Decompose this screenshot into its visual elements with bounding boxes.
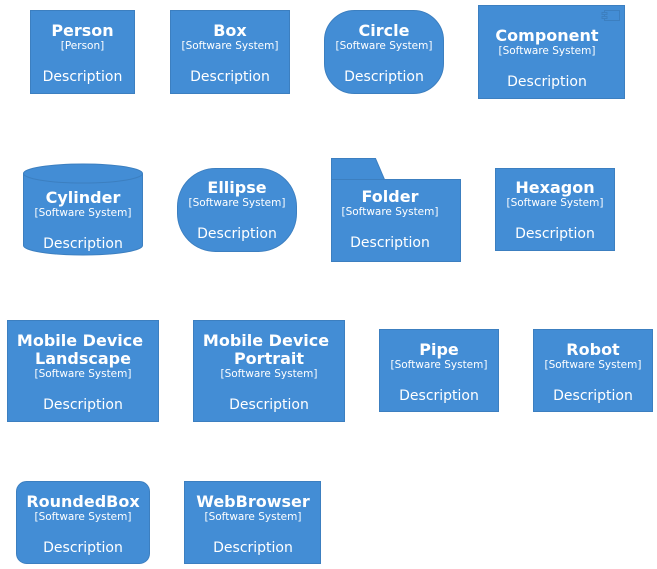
ellipse-shape	[177, 168, 297, 252]
element-type: [Software System]	[182, 40, 279, 52]
element-type: [Software System]	[221, 368, 318, 380]
element-type: [Software System]	[205, 511, 302, 523]
element-robot[interactable]: Robot [Software System] Description	[533, 329, 653, 412]
element-component[interactable]: Component [Software System] Description	[478, 5, 625, 99]
element-hexagon[interactable]: Hexagon [Software System] Description	[495, 168, 615, 251]
element-type: [Person]	[61, 40, 104, 52]
mobile-portrait-shape	[193, 320, 345, 422]
element-mobile-device-portrait[interactable]: Mobile Device Portrait [Software System]…	[193, 320, 345, 422]
element-folder[interactable]: Folder [Software System] Description	[331, 158, 461, 262]
element-type: [Software System]	[507, 197, 604, 209]
cylinder-shape	[23, 173, 143, 256]
element-description: Description	[43, 69, 123, 85]
element-type: [Software System]	[336, 40, 433, 52]
mobile-landscape-shape	[7, 320, 159, 422]
person-shape	[30, 10, 135, 94]
element-title: Person	[51, 21, 113, 40]
element-title: Ellipse	[207, 178, 266, 197]
element-type: [Software System]	[499, 45, 596, 57]
element-description: Description	[350, 235, 430, 251]
webbrowser-shape	[184, 481, 321, 564]
element-title-line-2: Landscape	[35, 349, 131, 368]
element-type: [Software System]	[35, 368, 132, 380]
element-person[interactable]: Person [Person] Description	[30, 10, 135, 94]
cylinder-top	[23, 163, 143, 184]
element-cylinder[interactable]: Cylinder [Software System] Description	[23, 163, 143, 256]
element-circle[interactable]: Circle [Software System] Description	[324, 10, 444, 94]
element-description: Description	[344, 69, 424, 85]
element-title-line-2: Portrait	[234, 349, 304, 368]
element-title: Component	[495, 26, 598, 45]
box-shape	[170, 10, 290, 94]
element-type: [Software System]	[35, 207, 132, 219]
element-description: Description	[553, 388, 633, 404]
roundedbox-shape	[16, 481, 150, 564]
folder-shape	[331, 179, 461, 262]
element-title: Cylinder	[46, 188, 121, 207]
element-title: Pipe	[419, 340, 459, 359]
element-title: Mobile Device	[17, 331, 143, 350]
element-description: Description	[43, 397, 123, 413]
element-title: Robot	[566, 340, 620, 359]
element-description: Description	[190, 69, 270, 85]
robot-shape	[533, 329, 653, 412]
element-type: [Software System]	[391, 359, 488, 371]
element-description: Description	[197, 226, 277, 242]
element-description: Description	[229, 397, 309, 413]
element-description: Description	[507, 74, 587, 90]
element-pipe[interactable]: Pipe [Software System] Description	[379, 329, 499, 412]
element-box[interactable]: Box [Software System] Description	[170, 10, 290, 94]
element-description: Description	[399, 388, 479, 404]
element-mobile-device-landscape[interactable]: Mobile Device Landscape [Software System…	[7, 320, 159, 422]
element-description: Description	[43, 236, 123, 252]
hexagon-shape	[495, 168, 615, 251]
element-description: Description	[515, 226, 595, 242]
element-title: RoundedBox	[26, 492, 140, 511]
element-title: WebBrowser	[196, 492, 310, 511]
element-description: Description	[43, 540, 123, 556]
element-title: Folder	[362, 187, 419, 206]
pipe-shape	[379, 329, 499, 412]
element-webbrowser[interactable]: WebBrowser [Software System] Description	[184, 481, 321, 564]
component-shape	[478, 5, 625, 99]
element-type: [Software System]	[189, 197, 286, 209]
element-ellipse[interactable]: Ellipse [Software System] Description	[177, 168, 297, 252]
element-title: Hexagon	[515, 178, 594, 197]
element-title: Box	[213, 21, 247, 40]
element-roundedbox[interactable]: RoundedBox [Software System] Description	[16, 481, 150, 564]
element-type: [Software System]	[35, 511, 132, 523]
element-type: [Software System]	[545, 359, 642, 371]
element-title: Mobile Device	[203, 331, 329, 350]
element-type: [Software System]	[342, 206, 439, 218]
circle-shape	[324, 10, 444, 94]
folder-tab	[331, 158, 386, 180]
component-icon	[601, 10, 620, 21]
element-title: Circle	[359, 21, 410, 40]
element-description: Description	[213, 540, 293, 556]
